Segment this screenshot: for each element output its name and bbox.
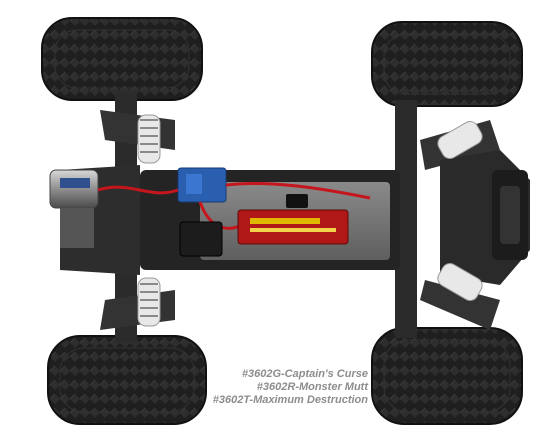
shock-rear-top: [137, 114, 161, 164]
shock-rear-bottom: [137, 277, 161, 327]
tire-front-right: [371, 21, 523, 107]
tire-front-left: [41, 17, 203, 101]
switch: [286, 194, 308, 208]
caption-line-3: #3602T-Maximum Destruction: [212, 394, 368, 406]
battery-icon: [237, 209, 349, 245]
model-caption: #3602G-Captain's Curse #3602R-Monster Mu…: [196, 368, 368, 407]
caption-line-2: #3602R-Monster Mutt: [256, 381, 368, 393]
esc-icon: [177, 167, 227, 203]
motor-icon: [49, 169, 99, 248]
caption-line-1: #3602G-Captain's Curse: [241, 368, 368, 380]
tire-rear-left: [47, 335, 207, 425]
tire-rear-right: [371, 327, 523, 425]
receiver: [179, 221, 223, 257]
shock-front-top: [437, 121, 483, 159]
shock-front-bottom: [437, 263, 483, 301]
